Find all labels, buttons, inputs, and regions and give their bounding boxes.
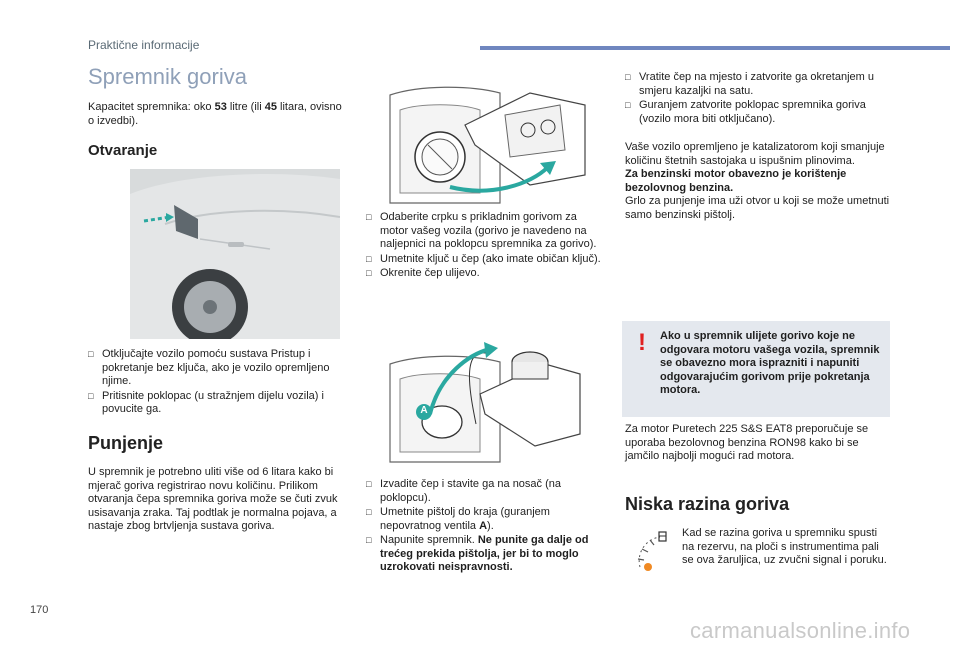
bullet-text: Otključajte vozilo pomoću sustava Pristu… (102, 348, 330, 387)
otvaranje-bullets: □ Otključajte vozilo pomoću sustava Prist… (88, 348, 343, 418)
list-item: □ Umetnite pištolj do kraja (guranjem nep… (366, 506, 610, 533)
bullet-text: Napunite spremnik. (380, 534, 478, 546)
header-rule (480, 46, 950, 50)
mid-bullets-2: □ Izvadite čep i stavite ga na nosač (na … (366, 478, 610, 576)
bullet-text: Umetnite pištolj do kraja (guranjem nepo… (380, 506, 550, 532)
list-item: □ Okrenite čep ulijevo. (366, 267, 608, 281)
watermark: carmanualsonline.info (690, 618, 911, 643)
catalyst-text: Vaše vozilo opremljeno je katalizatorom … (625, 141, 890, 222)
intro-part3: litara, ovisno o izvedbi). (88, 101, 342, 127)
checkbox-icon: □ (366, 479, 372, 489)
catalyst-line2: Grlo za punjenje ima uži otvor u koji se… (625, 195, 890, 221)
bullet-text: Umetnite ključ u čep (ako imate običan k… (380, 252, 601, 265)
bullet-text: Pritisnite poklopac (u stražnjem dijelu … (102, 389, 324, 416)
intro-text: Kapacitet spremnika: oko 53 litre (ili 4… (88, 101, 343, 128)
niska-text: Kad se razina goriva u spremniku spusti … (682, 527, 887, 566)
fuel-cap-illustration-1 (380, 75, 590, 205)
bullet-text: ). (487, 519, 494, 532)
heading-otvaranje: Otvaranje (88, 142, 158, 159)
list-item: □ Vratite čep na mjesto i zatvorite ga ok… (625, 71, 887, 98)
checkbox-icon: □ (366, 253, 372, 264)
list-item: □ Izvadite čep i stavite ga na nosač (na … (366, 478, 610, 505)
page-title: Spremnik goriva (88, 64, 247, 89)
warning-box: ! Ako u spremnik ulijete gorivo koje ne … (622, 321, 890, 417)
section-header: Praktične informacije (88, 38, 200, 52)
checkbox-icon: □ (88, 349, 94, 359)
list-item: □ Umetnite ključ u čep (ako imate običan … (366, 253, 608, 267)
exclamation-icon: ! (638, 329, 646, 356)
car-side-image (130, 169, 340, 339)
checkbox-icon: □ (366, 535, 372, 545)
catalyst-bold: Za benzinski motor obavezno je korištenj… (625, 168, 847, 194)
right-bullets: □ Vratite čep na mjesto i zatvorite ga ok… (625, 71, 887, 127)
list-item: □ Guranjem zatvorite poklopac spremnika g… (625, 99, 887, 126)
list-item: □ Napunite spremnik. Ne punite ga dalje o… (366, 534, 610, 575)
heading-niska-razina: Niska razina goriva (625, 494, 790, 514)
fuel-gauge-svg (637, 531, 667, 571)
bullet-text: Odaberite crpku s prikladnim gorivom za … (380, 211, 597, 250)
punjenje-text: U spremnik je potrebno uliti više od 6 l… (88, 466, 338, 532)
checkbox-icon: □ (366, 212, 372, 222)
bullet-text: Guranjem zatvorite poklopac spremnika go… (639, 99, 866, 125)
checkbox-icon: □ (625, 72, 631, 82)
checkbox-icon: □ (366, 507, 372, 517)
fuel-cap-open-image (389, 86, 586, 204)
checkbox-icon: □ (366, 268, 372, 278)
intro-val1: 53 (214, 101, 227, 113)
fuel-gauge-icon (630, 527, 674, 573)
valve-label: A (420, 405, 428, 416)
list-item: □ Odaberite crpku s prikladnim gorivom za… (366, 211, 608, 252)
intro-part1: Kapacitet spremnika: oko (88, 101, 215, 113)
intro-val2: 45 (264, 101, 277, 113)
heading-punjenje: Punjenje (88, 433, 164, 453)
page-number: 170 (30, 604, 49, 616)
puretech-text: Za motor Puretech 225 S&S EAT8 preporuču… (625, 423, 869, 462)
car-illustration (130, 169, 340, 339)
bullet-bold: Ne punite ga dalje od trećeg prekida piš… (380, 534, 589, 573)
list-item: □ Pritisnite poklopac (u stražnjem dijelu… (88, 390, 343, 417)
bullet-bold: A (479, 519, 488, 532)
catalyst-line1: Vaše vozilo opremljeno je katalizatorom … (625, 141, 885, 167)
bullet-text: Okrenite čep ulijevo. (380, 267, 480, 279)
fuel-cap-illustration-2: A (380, 334, 590, 464)
bullet-text: Izvadite čep i stavite ga na nosač (na p… (380, 478, 561, 504)
mid-bullets-1: □ Odaberite crpku s prikladnim gorivom za… (366, 211, 608, 282)
fuel-nozzle-image (389, 342, 581, 463)
checkbox-icon: □ (625, 100, 631, 110)
checkbox-icon: □ (88, 390, 94, 401)
list-item: □ Otključajte vozilo pomoću sustava Prist… (88, 348, 343, 389)
warning-text: Ako u spremnik ulijete gorivo koje ne od… (660, 330, 880, 396)
intro-part2: litre (ili (226, 101, 265, 113)
bullet-text: Vratite čep na mjesto i zatvorite ga okr… (639, 71, 874, 97)
